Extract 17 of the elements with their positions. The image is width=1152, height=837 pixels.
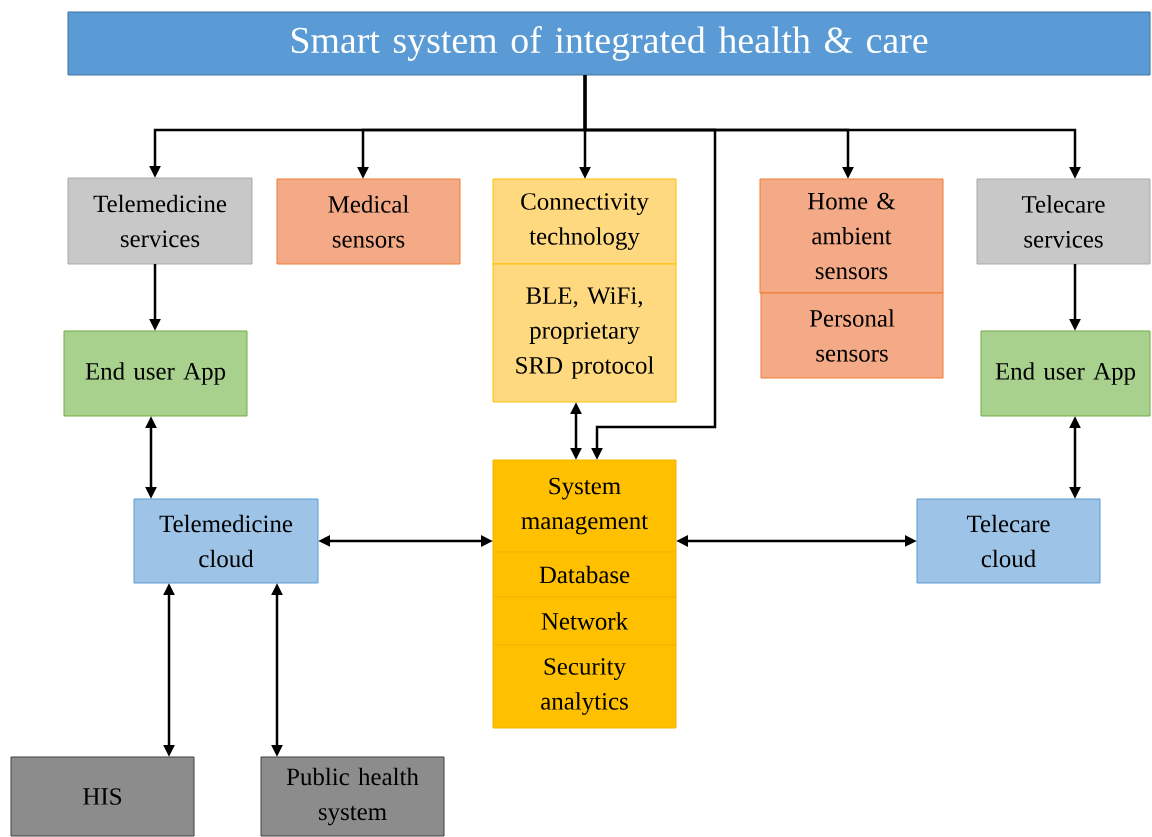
sensor-box: Medical sensors bbox=[276, 178, 461, 265]
cloud-box: Telecare cloud bbox=[916, 498, 1101, 584]
management-box: Security analytics bbox=[492, 644, 677, 729]
service-box: Telecare services bbox=[976, 178, 1151, 265]
title-banner: Smart system of integrated health & care bbox=[67, 11, 1151, 76]
system-box: Public health system bbox=[260, 756, 445, 837]
sensor-box: Personal sensors bbox=[760, 292, 944, 379]
system-box: HIS bbox=[10, 756, 195, 837]
technology-box: Connectivity technology bbox=[492, 178, 677, 265]
management-box: Database bbox=[492, 551, 677, 598]
app-box: End user App bbox=[63, 330, 248, 417]
management-box: Network bbox=[492, 596, 677, 646]
cloud-box: Telemedicine cloud bbox=[133, 498, 319, 584]
technology-box: BLE, WiFi, proprietary SRD protocol bbox=[492, 263, 677, 403]
app-box: End user App bbox=[980, 330, 1151, 417]
sensor-box: Home & ambient sensors bbox=[759, 178, 944, 294]
service-box: Telemedicine services bbox=[67, 177, 253, 265]
